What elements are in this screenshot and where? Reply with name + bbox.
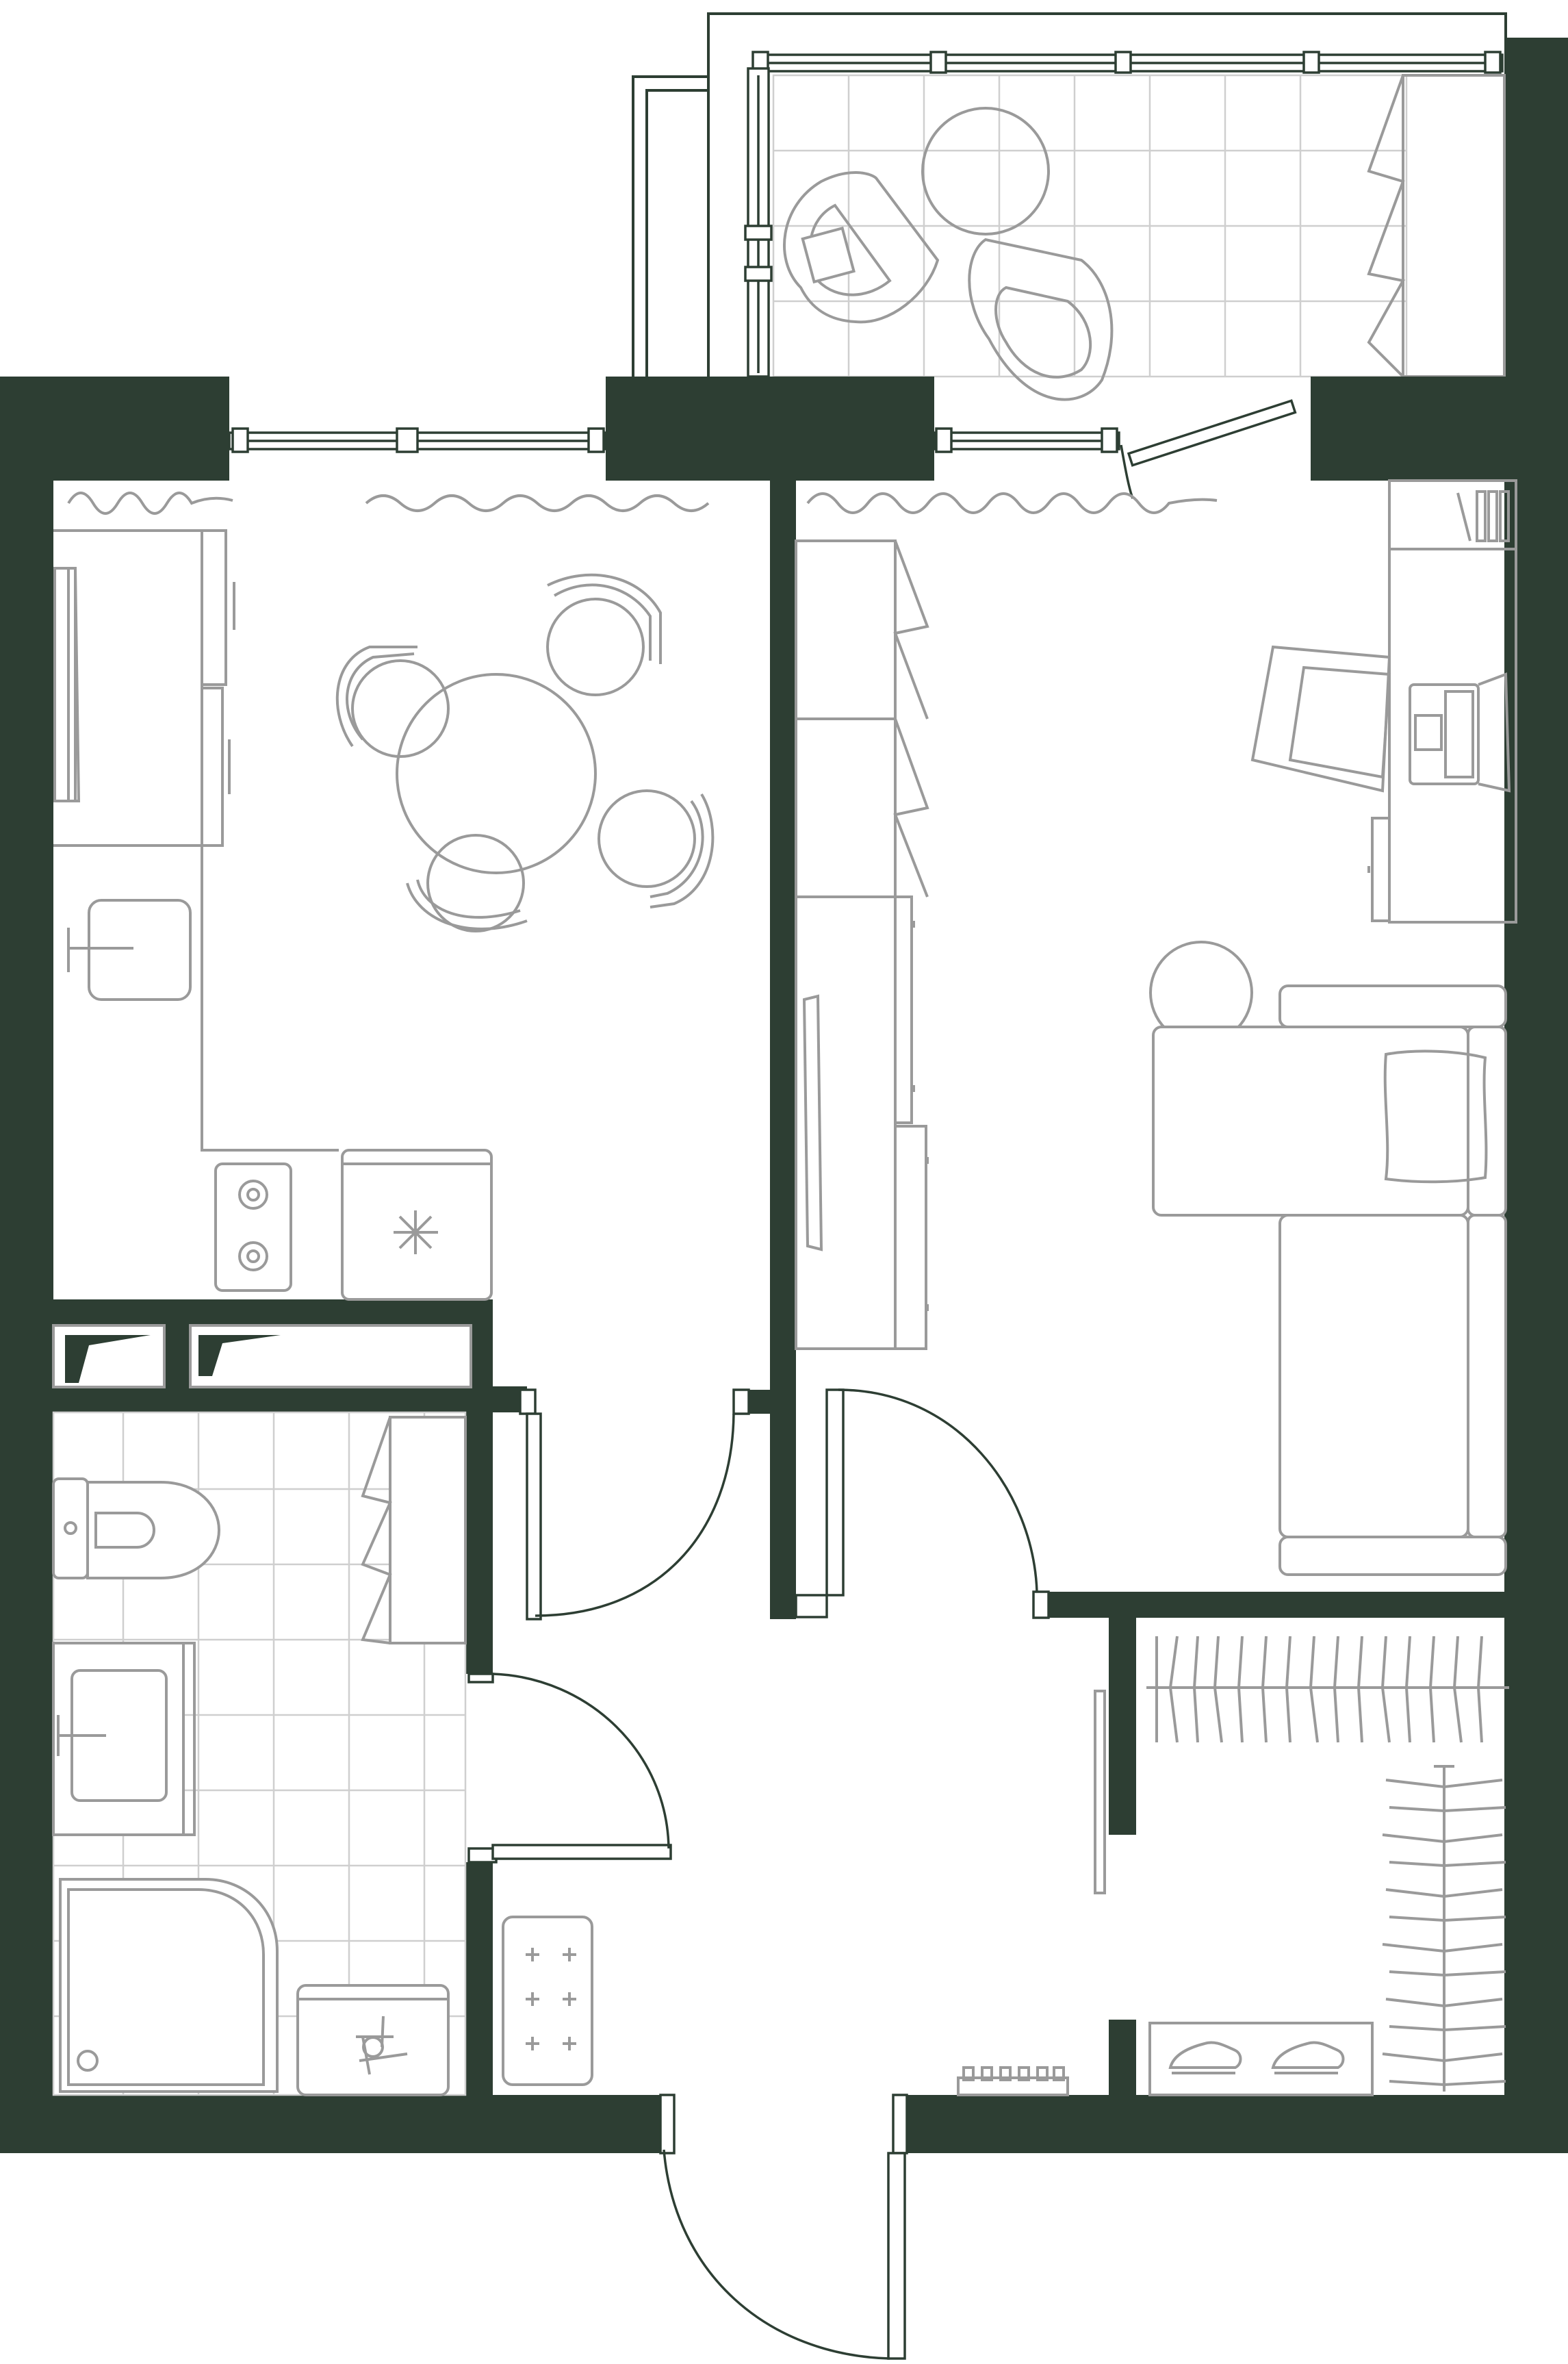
dining-table: [396, 673, 597, 874]
balcony-round-table: [921, 107, 1050, 236]
living-window: [933, 399, 1297, 499]
storage: [52, 1324, 472, 1388]
freezer-unit: [341, 1149, 493, 1301]
bathroom: [52, 1411, 467, 2096]
dining-chair: [597, 789, 715, 908]
shoes-icon: [1148, 2022, 1374, 2096]
kitchen-door: [519, 1388, 772, 1621]
clothes-rail-vertical: [1382, 1765, 1506, 2092]
entrance-door: [659, 2094, 908, 2360]
walls: [0, 377, 1568, 2153]
shoe-mat: [502, 1916, 593, 2086]
kitchen-window: [228, 427, 607, 453]
armchair-icon: [968, 238, 1114, 401]
curtains: [67, 492, 1218, 515]
radiator-icon: [957, 2066, 1069, 2096]
hallway: [502, 1916, 1069, 2096]
living-room: [795, 479, 1517, 1576]
tv-unit: [795, 895, 929, 1350]
stove-icon: [214, 1162, 292, 1292]
living-door: [795, 1388, 1050, 1619]
bathroom-cabinet: [361, 1416, 467, 1644]
balcony-window-left: [744, 67, 773, 378]
doors: [467, 1388, 1050, 2360]
bookshelf: [1388, 479, 1517, 550]
toilet-icon: [52, 1477, 221, 1579]
laptop-icon: [1409, 672, 1511, 793]
washing-machine-icon: [296, 1984, 450, 2096]
dining-chair: [546, 573, 662, 696]
balcony-window-top: [751, 51, 1504, 74]
armchair-icon: [1250, 645, 1391, 793]
sink-icon: [52, 1642, 196, 1836]
shower-icon: [59, 1878, 279, 2093]
desk-icon: [1367, 548, 1517, 924]
bathroom-door: [467, 1673, 672, 1864]
kitchen: [53, 529, 715, 1301]
armchair-icon: [783, 171, 940, 324]
clothes-rail: [1146, 1636, 1509, 1743]
sink-icon: [67, 899, 192, 1001]
sofa-icon: [1152, 984, 1507, 1576]
dining-chair: [335, 646, 450, 758]
living-wardrobe: [795, 539, 929, 898]
dining-chair: [406, 834, 528, 932]
wardrobe: [1094, 1636, 1509, 2096]
